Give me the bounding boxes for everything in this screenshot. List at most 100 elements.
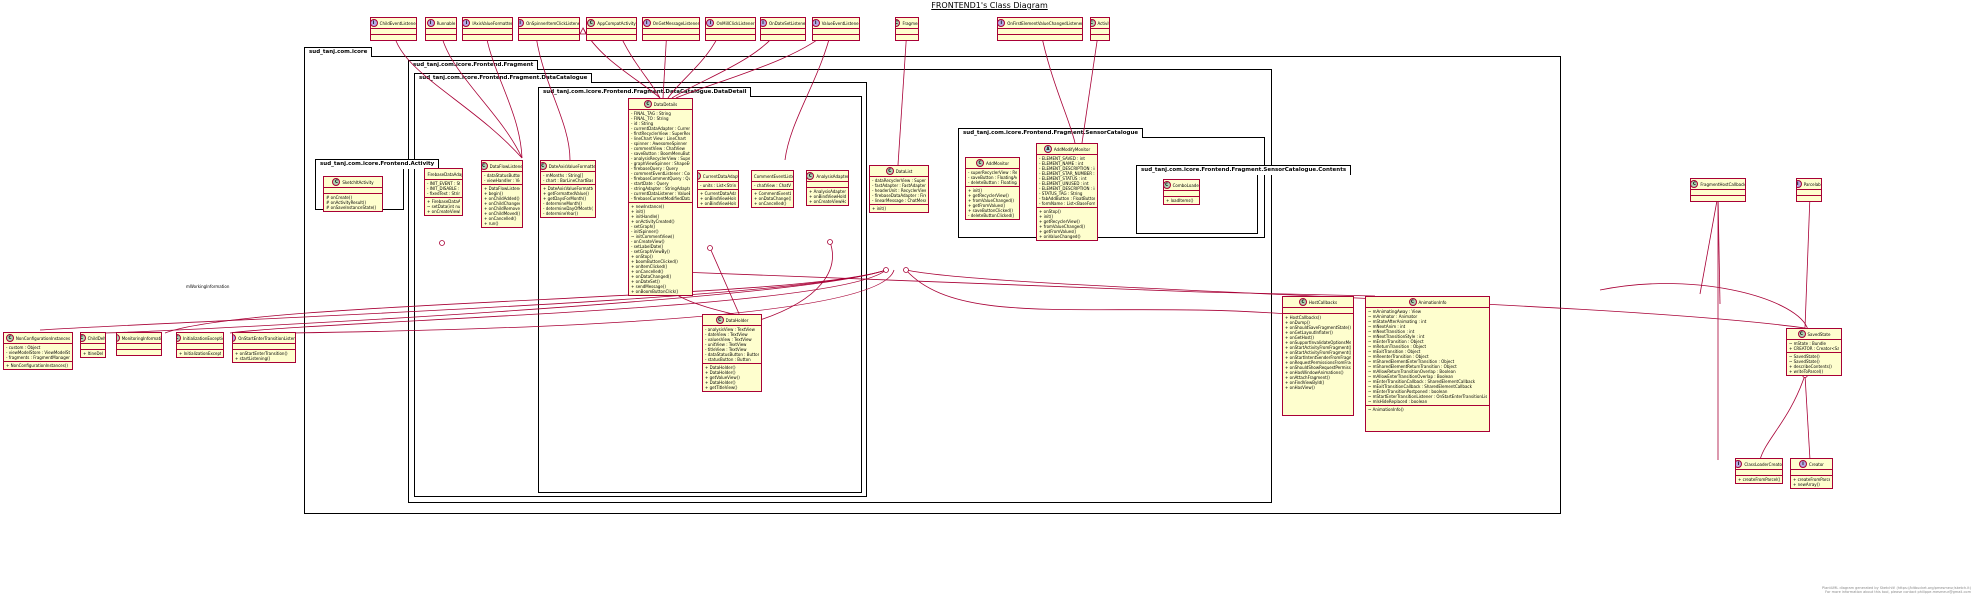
class-name: ClassLoaderCreator [1744, 461, 1783, 467]
class-name: OnDateSetListener [769, 20, 806, 26]
class-method: - initSpinner() [631, 229, 659, 234]
class-header: CCommentEventListener [752, 171, 793, 182]
class-method: + DataHolder() [705, 370, 736, 375]
class-fields: - dataStatusButton : Button- viewHandler… [482, 172, 522, 185]
class-field: - currentDataAdapter : CurrentDataAdapte… [631, 126, 690, 131]
class-method: + onAttachFragment() [1285, 375, 1330, 380]
class-name: AddMonitor [986, 160, 1009, 166]
class-method: + onChildChanged() [484, 201, 520, 206]
class-methods: + init() [870, 205, 928, 212]
class-methods: + FirebaseDataAdapter()~ setData(int num… [425, 198, 462, 215]
class-method: + onCancelled() [631, 269, 664, 274]
class-header: CCurrentDataAdapter [698, 171, 738, 182]
class-method: + init() [1039, 214, 1054, 219]
class-fields [643, 29, 699, 35]
class-fields: - units : List<String> [698, 182, 738, 190]
class-childdelta: CChildDelta + ItineDelta() [80, 332, 106, 358]
class-fields [587, 29, 636, 35]
class-field: - FINAL_TO : String [631, 116, 669, 121]
class-field: + CREATOR : Creator<SavedState> [1789, 346, 1839, 351]
class-fields [1164, 191, 1199, 197]
class-method: # onActivityResult() [326, 200, 367, 205]
class-icon: C [885, 167, 894, 175]
class-name: SketchItActivity [342, 179, 374, 185]
class-icon: C [332, 178, 341, 186]
interface-icon: I [371, 19, 378, 27]
class-header: CInitializationException [177, 333, 223, 344]
class-methods: + ItineDelta() [81, 350, 105, 357]
class-field: ~ mEnterTransitionPostponed : boolean [1368, 389, 1448, 394]
class-method: + onShouldSaveFragmentState() [1285, 325, 1351, 330]
class-method: + init() [968, 188, 983, 193]
class-icon: C [541, 162, 547, 170]
class-method: + InitializationException() [179, 351, 221, 356]
class-icon: C [1797, 330, 1806, 338]
class-methods: ~ AnimationInfo() [1366, 406, 1489, 413]
class-method: + onChildRemoved() [484, 206, 520, 211]
class-fields [324, 188, 382, 194]
class-method: + getFormattedValue() [543, 191, 589, 196]
class-method: - determineDayOfMonth() [543, 206, 593, 211]
class-name: DataHolder [725, 317, 749, 323]
class-fields [896, 29, 918, 35]
package-datadetail: sud_tanj.com.icore.Frontend.Fragment.Dat… [538, 87, 862, 493]
class-method: - setGraph() [631, 224, 656, 229]
class-field: ~ mIsHideReplaced : boolean [1368, 399, 1428, 404]
footer: PlantUML diagram generated by SketchIt! … [1822, 586, 1971, 594]
class-header: IOnStartEnterTransitionListener [233, 333, 295, 344]
class-header: CChildDelta [81, 333, 105, 344]
class-fields: - custom : Object- viewModelStore : View… [4, 344, 72, 362]
class-methods: + onStartEnterTransition()+ startListeni… [233, 350, 295, 362]
class-methods: + onStop()+ init()+ getRecyclerView()+ f… [1037, 208, 1097, 240]
class-methods [1797, 196, 1821, 201]
class-header: CMonitoringInformation [117, 333, 161, 344]
class-fields [371, 29, 416, 35]
class-field: ~ mState : Bundle [1789, 341, 1826, 346]
class-fields [463, 29, 512, 35]
class-methods: + InitializationException() [177, 350, 223, 357]
class-methods [896, 35, 918, 40]
class-method: + onValueChanged() [1039, 234, 1081, 239]
class-name: DataDetails [653, 101, 678, 107]
class-field: - ELEMENT_UNUSED : int [1039, 181, 1089, 186]
class-field: - chart : BarLineChartBase<?> [543, 178, 593, 183]
class-field: ~ mSharedElementEnterTransition : Object [1368, 359, 1455, 364]
class-icon: C [1408, 298, 1417, 306]
class-field: - dateView : TextView [705, 332, 748, 337]
class-field: ~ mExitTransitionCallback : SharedElemen… [1368, 384, 1472, 389]
class-method: + newInstance() [631, 204, 665, 209]
class-field: ~ mReturnTransition : Object [1368, 344, 1427, 349]
class-field: - firstRecyclerView : SuperRecyclerView [631, 131, 690, 136]
class-method: + onStartActivityFromFragment() [1285, 345, 1351, 350]
class-methods: + NonConfigurationInstances() [4, 362, 72, 369]
class-method: + onStartActivityFromFragment() [1285, 350, 1351, 355]
class-fields: - FINAL_TAG : String- FINAL_TO : String-… [629, 110, 692, 203]
class-methods [426, 35, 456, 40]
class-icon: C [751, 172, 752, 180]
class-fields [706, 29, 755, 35]
class-name: AppCompatActivity [597, 20, 636, 26]
class-fields [807, 182, 848, 188]
class-field: - ELEMENT_NAME : int [1039, 161, 1084, 166]
class-field: - statusButton : Button [705, 357, 751, 362]
class-method: + NonConfigurationInstances() [6, 363, 68, 368]
class-icon: C [1164, 181, 1171, 189]
class-fields: - superRecyclerView : RecyclerView- save… [966, 169, 1019, 187]
class-field: - formName : List<BaseFormElement> [1039, 201, 1095, 206]
class-methods: + DataHolder()+ DataHolder()+ getValueVi… [703, 364, 761, 391]
class-methods [998, 35, 1082, 40]
class-icon: C [587, 19, 596, 27]
class-field: - linearMessage : ChatMessage [872, 198, 926, 203]
class-method: + onCreateViewHolder() [809, 199, 846, 204]
